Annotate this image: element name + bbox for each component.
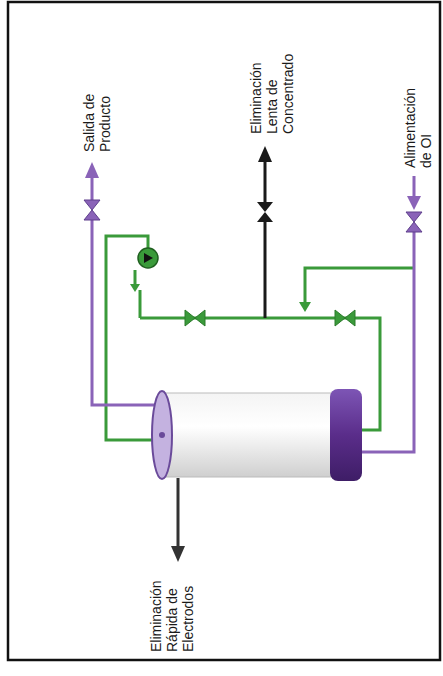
module-end-cap <box>152 391 172 479</box>
flow-arrow <box>258 146 272 162</box>
valve-symbol <box>257 202 273 222</box>
flow-arrow <box>85 162 99 178</box>
flow-arrow <box>407 196 421 210</box>
pipe-label: Eliminación Rápida de Electrodos <box>148 556 196 652</box>
pump-outlet-pipe <box>106 236 158 440</box>
pump-symbol <box>144 253 153 263</box>
valve-symbol <box>84 200 100 220</box>
product-pipe <box>92 176 160 405</box>
pump-symbol <box>138 248 158 268</box>
pump-return-pipe <box>139 290 142 318</box>
valve-symbol <box>406 212 422 232</box>
flow-arrow <box>299 302 311 312</box>
electrode-port <box>159 432 165 438</box>
flow-arrow <box>171 546 185 562</box>
valve-symbol <box>335 310 355 326</box>
feed-branch-pipe <box>305 268 414 302</box>
module-end-cap <box>330 389 362 481</box>
electrode-drain-pipe <box>177 478 180 548</box>
pump-inlet-pipe <box>134 270 137 286</box>
pipe-label: Alimentación de OI <box>402 72 434 168</box>
feed-pipe <box>362 176 414 452</box>
pipe-label: Eliminación Lenta de Concentrado <box>248 38 296 134</box>
valve-symbol <box>185 310 205 326</box>
edi-module <box>160 393 340 477</box>
drain-pipe <box>264 160 267 318</box>
frame <box>8 2 440 660</box>
pipe-label: Salida de Producto <box>81 76 113 152</box>
flow-arrow <box>130 284 140 292</box>
